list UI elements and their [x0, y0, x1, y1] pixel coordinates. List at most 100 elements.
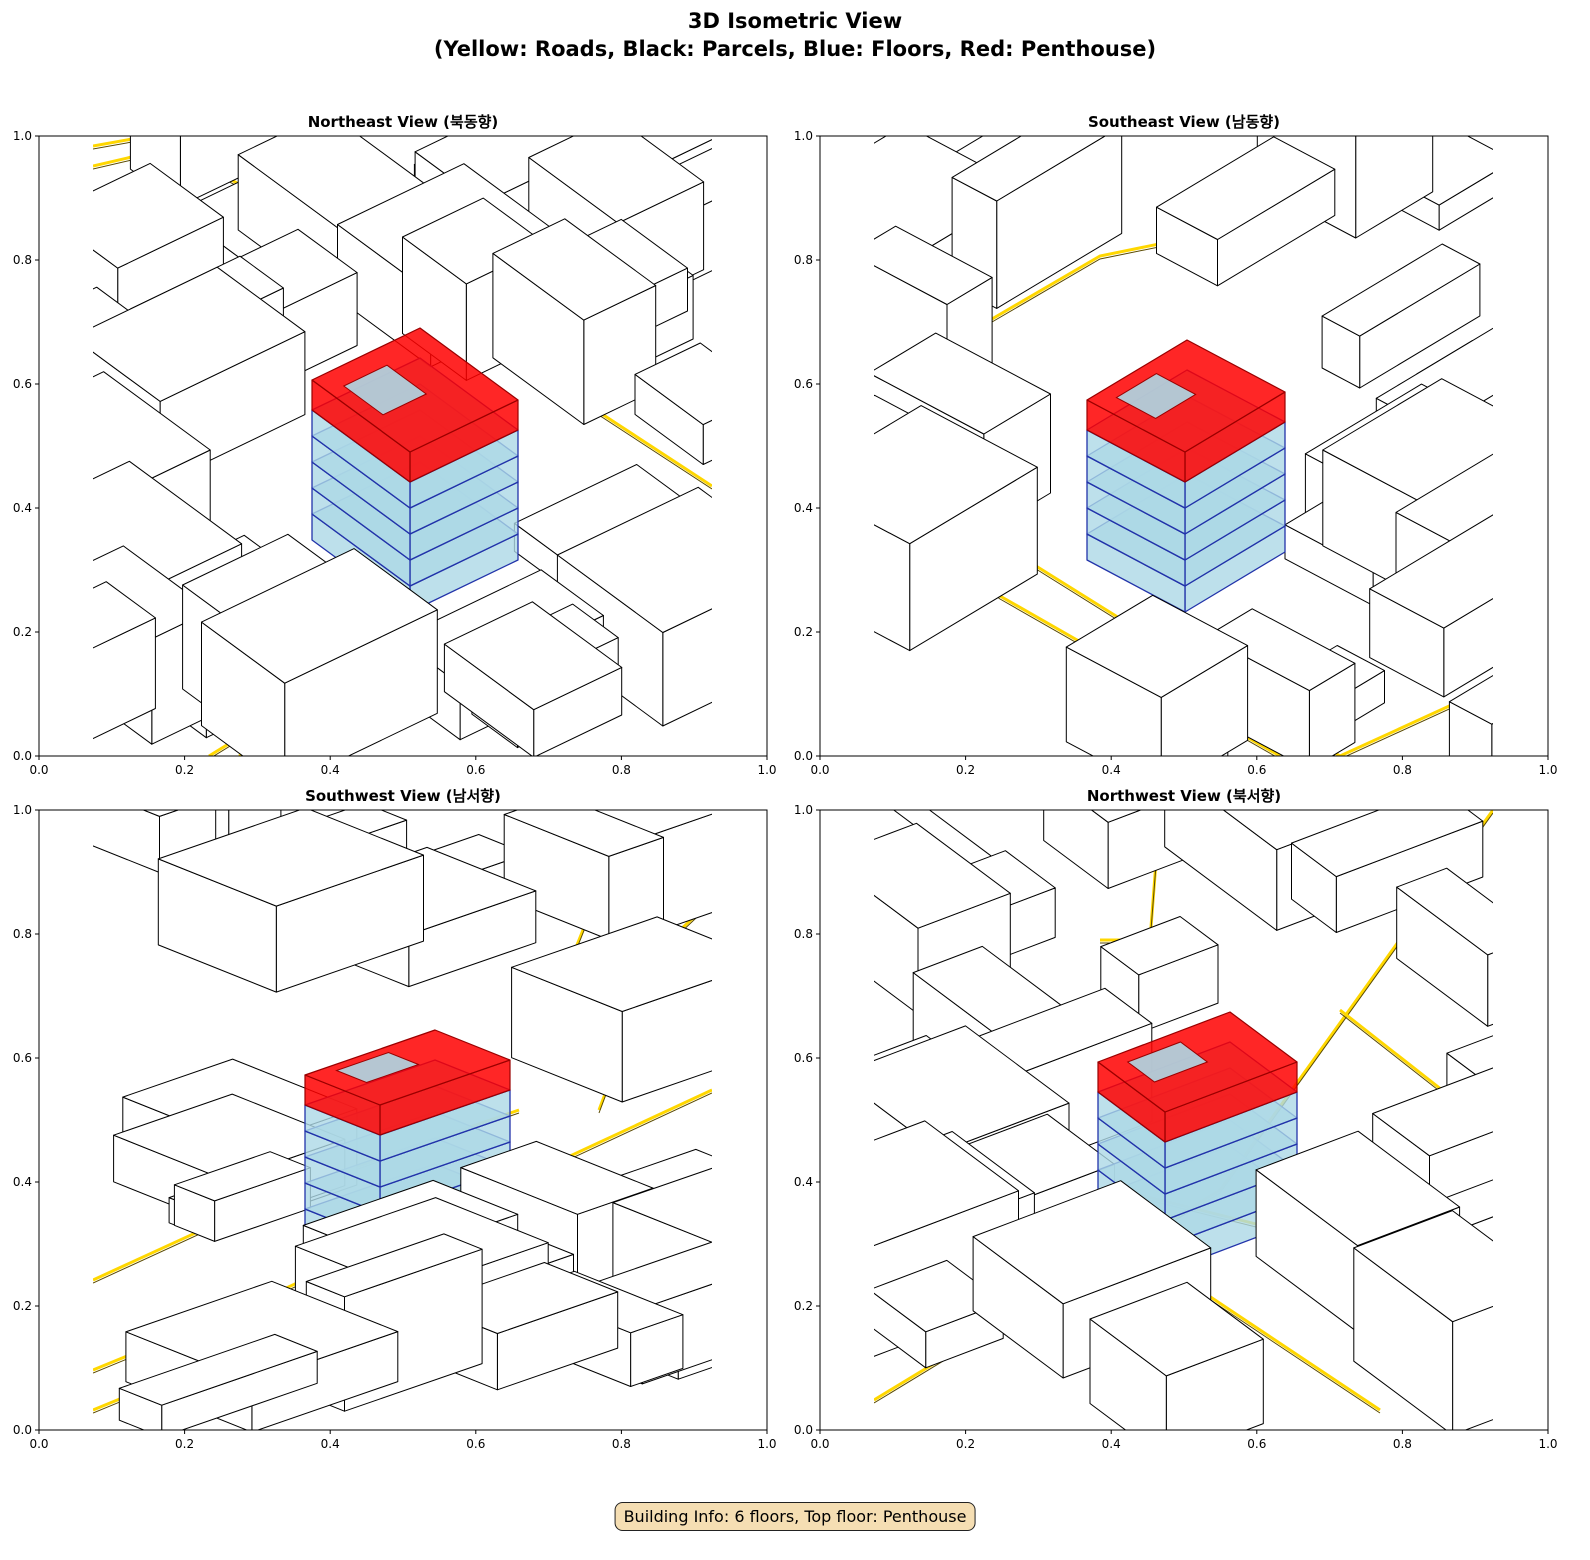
parcel-building-face	[776, 1177, 870, 1358]
parcel-building-face	[1100, 916, 1219, 976]
parcel-building-face	[874, 332, 1051, 435]
y-tick-label: 1.0	[13, 129, 32, 143]
building-info-box: Building Info: 6 floors, Top floor: Pent…	[614, 1502, 976, 1531]
x-tick-label: 0.8	[1393, 1437, 1412, 1451]
x-tick-label: 1.0	[757, 763, 776, 777]
parcel-building	[874, 405, 1038, 652]
parcel-building-face	[1255, 1130, 1461, 1247]
parcel-building	[1369, 514, 1493, 698]
x-tick-label: 0.2	[175, 763, 194, 777]
parcel-building-face	[492, 218, 657, 321]
parcel-building-face	[1491, 722, 1493, 756]
parcel-building-face	[874, 524, 911, 652]
penthouse-courtyard	[1126, 1041, 1209, 1083]
axes-frame	[819, 135, 1549, 757]
road-edge-line	[1199, 1292, 1381, 1414]
y-tick-label: 1.0	[794, 129, 813, 143]
parcel-building-face	[93, 162, 224, 269]
parcel-building-face	[719, 1191, 799, 1273]
parcel-building	[201, 548, 438, 756]
parcel-building-face	[1156, 136, 1336, 240]
y-tick-label: 0.2	[13, 1299, 32, 1313]
parcel-building-face	[1353, 1210, 1493, 1323]
parcel-building-face	[1369, 514, 1493, 629]
y-tick-label: 0.4	[794, 1175, 813, 1189]
x-tick-label: 0.8	[612, 763, 631, 777]
parcel-building-face	[118, 1333, 318, 1406]
y-tick-label: 0.4	[794, 501, 813, 515]
parcel-building-face	[201, 548, 438, 684]
y-tick-label: 0.2	[794, 625, 813, 639]
parcel-building	[874, 1259, 1004, 1369]
parcel-building-face	[612, 1167, 712, 1243]
parcel-building-face	[157, 810, 424, 907]
parcel-building-face	[511, 916, 712, 1012]
parcel-building-face	[583, 810, 712, 837]
parcel-building-face	[93, 810, 160, 873]
parcel-building-face	[1495, 546, 1590, 669]
parcel-building-face	[819, 91, 862, 160]
parcel-building	[30, 581, 156, 746]
scene	[30, 136, 712, 756]
y-tick-label: 0.6	[794, 377, 813, 391]
parcel-building	[1321, 243, 1481, 389]
y-tick-label: 1.0	[13, 803, 32, 817]
parcel-building	[443, 601, 623, 756]
y-tick-label: 1.0	[794, 803, 813, 817]
x-tick-label: 0.4	[321, 763, 340, 777]
parcel-building-face	[951, 136, 1107, 202]
parcel-building	[1396, 867, 1493, 1027]
y-tick-label: 0.0	[794, 749, 813, 763]
parcel-building-face	[874, 1292, 927, 1369]
parcel-building-face	[93, 581, 156, 649]
parcel-building-face	[460, 1140, 654, 1215]
parcel-building	[1156, 136, 1336, 287]
parcel-building	[634, 342, 712, 465]
subplot-title: Southeast View (남동향)	[1088, 113, 1280, 131]
parcel-building-face	[1291, 810, 1484, 878]
axes-frame	[819, 809, 1549, 1431]
parcel-building-face	[1372, 1067, 1493, 1157]
scene	[776, 810, 1493, 1430]
parcel-building-face	[503, 810, 664, 857]
parcel-building-face	[1448, 674, 1493, 725]
parcel-building	[1089, 1281, 1264, 1430]
x-tick-label: 0.0	[29, 1437, 48, 1451]
parcel-building	[1100, 916, 1219, 1034]
y-tick-label: 0.0	[13, 1423, 32, 1437]
parcel-building	[1353, 1210, 1493, 1430]
x-tick-label: 0.0	[29, 763, 48, 777]
y-tick-label: 0.4	[13, 1175, 32, 1189]
parcel-building	[118, 1333, 318, 1430]
parcel-building-face	[30, 619, 79, 746]
y-tick-label: 0.6	[794, 1051, 813, 1065]
parcel-building	[157, 810, 424, 993]
parcel-building-face	[1089, 1281, 1264, 1377]
parcel-building-face	[1065, 594, 1249, 698]
parcel-building-face	[1395, 453, 1493, 553]
parcel-building	[503, 810, 664, 941]
y-tick-label: 0.2	[794, 1299, 813, 1313]
x-tick-label: 0.4	[1102, 763, 1121, 777]
parcel-building-face	[702, 419, 712, 465]
parcel-building-face	[874, 1025, 1070, 1153]
y-tick-label: 0.2	[13, 625, 32, 639]
x-tick-label: 1.0	[1538, 1437, 1557, 1451]
penthouse-courtyard	[1115, 373, 1197, 419]
scene	[819, 91, 1590, 756]
x-tick-label: 0.2	[956, 1437, 975, 1451]
y-tick-label: 0.8	[13, 253, 32, 267]
parcel-building-face	[648, 813, 712, 935]
parcel-building-face	[874, 822, 1011, 929]
parcel-building-face	[528, 136, 705, 224]
y-tick-label: 0.8	[13, 927, 32, 941]
parcel-building-face	[874, 1120, 1019, 1247]
x-tick-label: 0.2	[175, 1437, 194, 1451]
parcel-building-face	[173, 1151, 311, 1202]
x-tick-label: 0.6	[466, 763, 485, 777]
